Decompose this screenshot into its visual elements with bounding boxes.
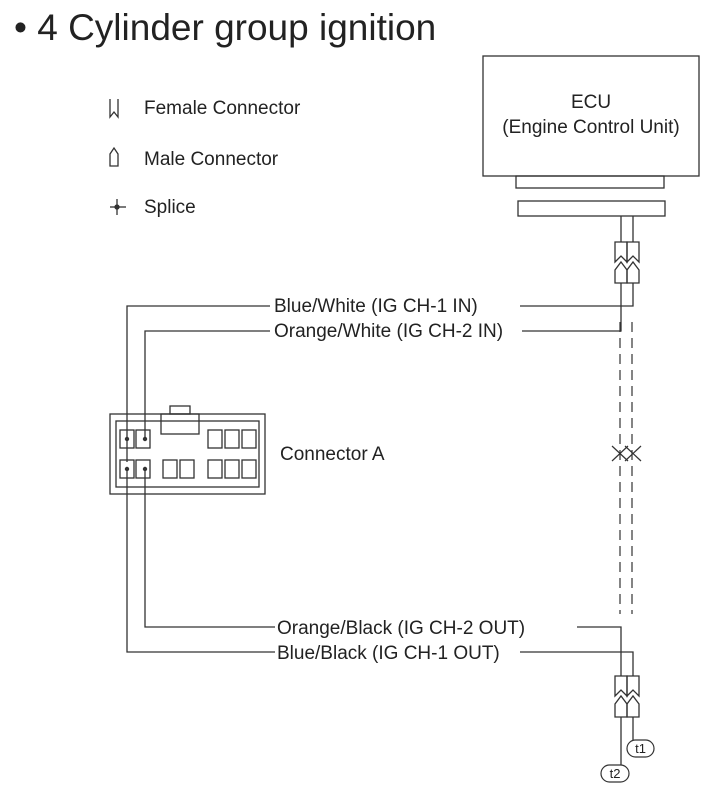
wire-label-orange-white: Orange/White (IG CH-2 IN): [274, 321, 503, 342]
omitted-wire-section: [611, 322, 642, 614]
terminal-t2: t2: [600, 764, 630, 783]
terminal-t2-label: t2: [610, 766, 621, 781]
ecu-label: ECU: [571, 92, 611, 113]
legend: Female Connector Male Connector Splice: [109, 98, 301, 218]
top-connector-pair: [614, 241, 640, 284]
terminal-t1: t1: [626, 739, 655, 758]
terminal-leads: [620, 717, 634, 766]
bottom-connector-pair: [614, 675, 640, 718]
connector-a-label: Connector A: [280, 444, 385, 465]
legend-female-label: Female Connector: [144, 98, 301, 119]
ecu-wires: [620, 216, 634, 242]
splice-icon: [110, 199, 126, 215]
ecu-full-name: (Engine Control Unit): [502, 117, 679, 138]
legend-splice-label: Splice: [144, 197, 196, 218]
wire-label-blue-black: Blue/Black (IG CH-1 OUT): [277, 643, 500, 664]
terminal-t1-label: t1: [635, 741, 646, 756]
legend-male-label: Male Connector: [144, 149, 279, 170]
female-connector-icon: [109, 99, 119, 119]
connector-a-pins: [124, 436, 148, 472]
input-wires: [126, 283, 634, 462]
male-connector-icon: [109, 146, 119, 167]
ecu-box: [482, 55, 700, 217]
wire-label-orange-black: Orange/Black (IG CH-2 OUT): [277, 618, 525, 639]
connector-a: [109, 405, 266, 495]
output-wires: [126, 469, 634, 676]
wire-label-blue-white: Blue/White (IG CH-1 IN): [274, 296, 478, 317]
diagram-title: • 4 Cylinder group ignition: [14, 7, 437, 48]
